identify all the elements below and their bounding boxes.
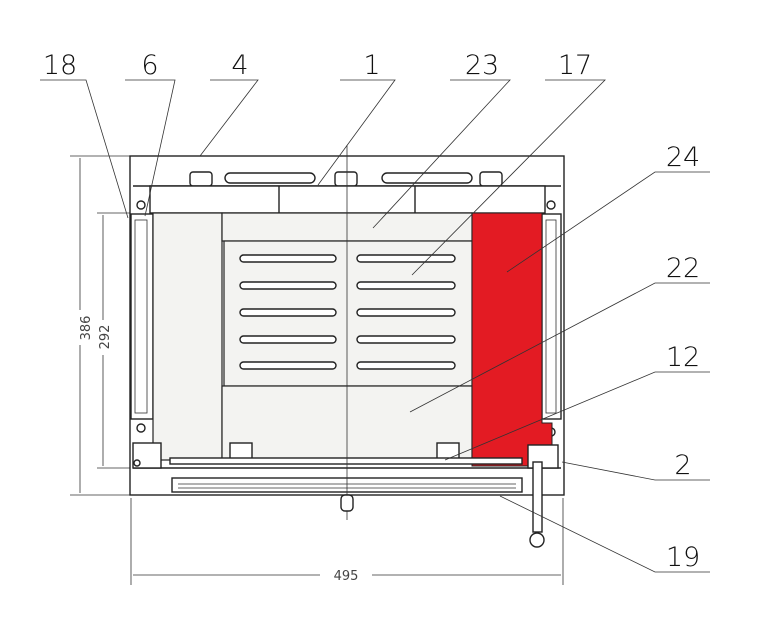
leader-lines	[40, 79, 710, 573]
callout-4: 4	[231, 50, 248, 81]
callout-6: 6	[141, 50, 158, 81]
callout-2: 2	[674, 450, 691, 481]
callout-23: 23	[465, 50, 499, 81]
dimension-height-outer: 386	[70, 155, 135, 496]
dimension-height-inner: 292	[97, 212, 135, 469]
dimension-495-label: 495	[334, 569, 359, 584]
knob	[340, 494, 354, 512]
highlighted-brick-24	[471, 212, 553, 467]
callout-24: 24	[666, 142, 700, 173]
callout-17: 17	[558, 50, 592, 81]
callout-12: 12	[666, 342, 700, 373]
dimension-width: 495	[130, 498, 564, 585]
plate-slots	[239, 254, 456, 370]
dimension-292-label: 292	[98, 325, 113, 350]
stove-body	[129, 145, 565, 548]
dimension-386-label: 386	[79, 316, 94, 341]
callout-1: 1	[363, 50, 380, 81]
callout-19: 19	[666, 542, 700, 573]
callout-22: 22	[666, 253, 700, 284]
callout-18: 18	[43, 50, 77, 81]
door-handle[interactable]	[529, 461, 545, 548]
